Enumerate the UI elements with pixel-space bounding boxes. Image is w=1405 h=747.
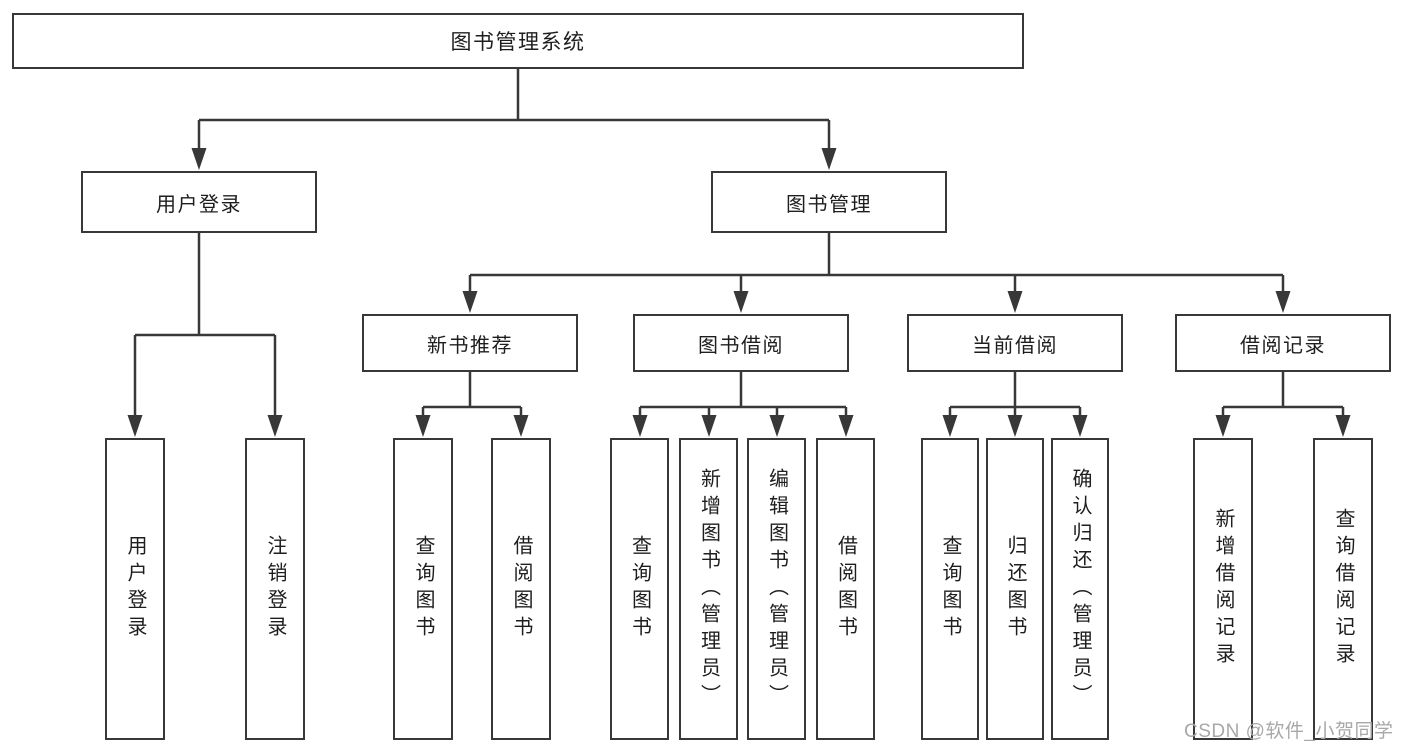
node-current-borrow: 当前借阅 [907,314,1123,372]
node-user-login-branch-label: 用户登录 [156,193,242,216]
node-new-book-recommend-label: 新书推荐 [427,334,513,357]
arrowheads-currentborrow-leaves [942,415,1088,437]
node-borrow-records-label: 借阅记录 [1240,334,1326,357]
node-book-management-label: 图书管理 [786,193,872,216]
node-root-label: 图书管理系统 [450,31,586,54]
leaf-add-books-admin: 新增图书（管理员） [679,438,738,740]
leaf-user-login-label: 用户登录 [124,535,146,643]
leaf-confirm-return-admin-label: 确认归还（管理员） [1069,467,1091,711]
leaf-query-books-current-label: 查询图书 [939,535,961,643]
arrowheads-bookborrow-leaves [632,415,854,437]
node-new-book-recommend: 新书推荐 [362,314,578,372]
node-book-borrow-label: 图书借阅 [698,334,784,357]
leaf-return-books: 归还图书 [986,438,1044,740]
leaf-confirm-return-admin: 确认归还（管理员） [1051,438,1109,740]
connector-newbook-to-leaves [421,372,523,417]
leaf-add-books-admin-label: 新增图书（管理员） [697,467,720,711]
node-current-borrow-label: 当前借阅 [972,334,1058,357]
leaf-query-books-recommend: 查询图书 [393,438,453,740]
arrowheads-level3 [462,291,1291,313]
arrowheads-borrowrecords-leaves [1215,415,1351,437]
leaf-query-books-borrow-label: 查询图书 [628,535,651,643]
arrowheads-newbook-leaves [415,415,529,437]
leaf-query-books-current: 查询图书 [921,438,979,740]
arrowheads-userlogin-leaves [127,415,283,437]
node-root-system: 图书管理系统 [12,13,1024,69]
leaf-borrow-books-recommend: 借阅图书 [491,438,551,740]
arrowheads-level2 [191,148,837,170]
leaf-edit-books-admin: 编辑图书（管理员） [747,438,806,740]
leaf-borrow-books-recommend-label: 借阅图书 [510,535,532,643]
leaf-borrow-books-label: 借阅图书 [834,535,857,643]
leaf-query-books-borrow: 查询图书 [610,438,669,740]
leaf-add-borrow-record: 新增借阅记录 [1193,438,1253,740]
csdn-watermark: CSDN @软件_小贺同学 [1184,721,1394,742]
leaf-borrow-books: 借阅图书 [816,438,875,740]
node-book-management-branch: 图书管理 [711,171,947,233]
leaf-return-books-label: 归还图书 [1004,535,1026,643]
connector-root-to-level2 [197,69,831,151]
connector-userlogin-to-leaves [133,233,277,417]
node-borrow-records: 借阅记录 [1175,314,1391,372]
node-book-borrow: 图书借阅 [633,314,849,372]
connector-currentborrow-to-leaves [948,372,1082,417]
connector-borrowrecords-to-leaves [1221,372,1345,417]
leaf-query-borrow-record-label: 查询借阅记录 [1332,508,1354,670]
leaf-add-borrow-record-label: 新增借阅记录 [1212,508,1234,670]
connector-bookborrow-to-leaves [638,372,848,417]
node-user-login-branch: 用户登录 [81,171,317,233]
leaf-query-borrow-record: 查询借阅记录 [1313,438,1373,740]
leaf-edit-books-admin-label: 编辑图书（管理员） [765,467,788,711]
leaf-user-login: 用户登录 [105,438,165,740]
connector-bookmgmt-to-level3 [468,233,1285,293]
leaf-logout: 注销登录 [245,438,305,740]
leaf-logout-label: 注销登录 [264,535,286,643]
leaf-query-books-recommend-label: 查询图书 [412,535,434,643]
